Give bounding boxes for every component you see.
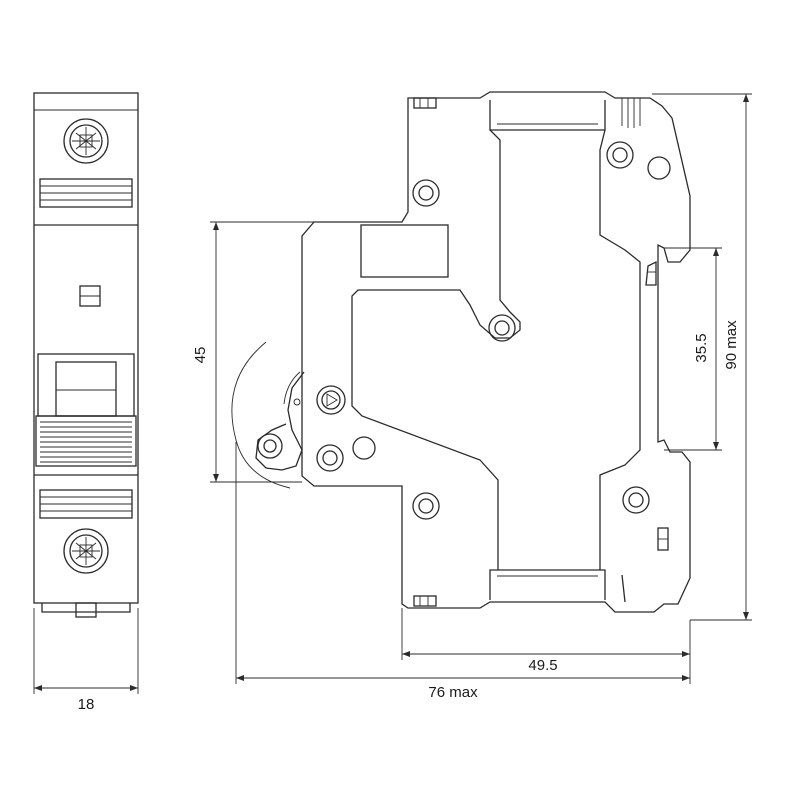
top-terminal-screw-icon xyxy=(63,118,109,164)
dim-front-width: 18 xyxy=(78,696,95,713)
rail-clip xyxy=(41,603,131,613)
toggle-lever xyxy=(35,353,137,467)
bottom-terminal-screw-icon xyxy=(63,528,109,574)
rivet-icon xyxy=(316,141,671,520)
side-view xyxy=(231,91,691,613)
dim-terminal-35-5: 35.5 xyxy=(693,333,710,362)
dim-overall-height: 90 max xyxy=(723,320,740,370)
dim-rail-depth: 49.5 xyxy=(528,657,557,674)
side-body-outline xyxy=(301,91,691,613)
toggle-handle xyxy=(231,341,305,489)
front-view: 18 xyxy=(33,92,139,713)
dim-overall-depth: 76 max xyxy=(428,684,478,701)
lever-indicator-icon xyxy=(293,385,346,415)
dim-height-45: 45 xyxy=(192,347,209,364)
label-window xyxy=(360,224,449,278)
front-body-outline xyxy=(33,92,139,604)
dimensions: 45 35.5 90 max 49.5 76 max xyxy=(192,93,752,701)
